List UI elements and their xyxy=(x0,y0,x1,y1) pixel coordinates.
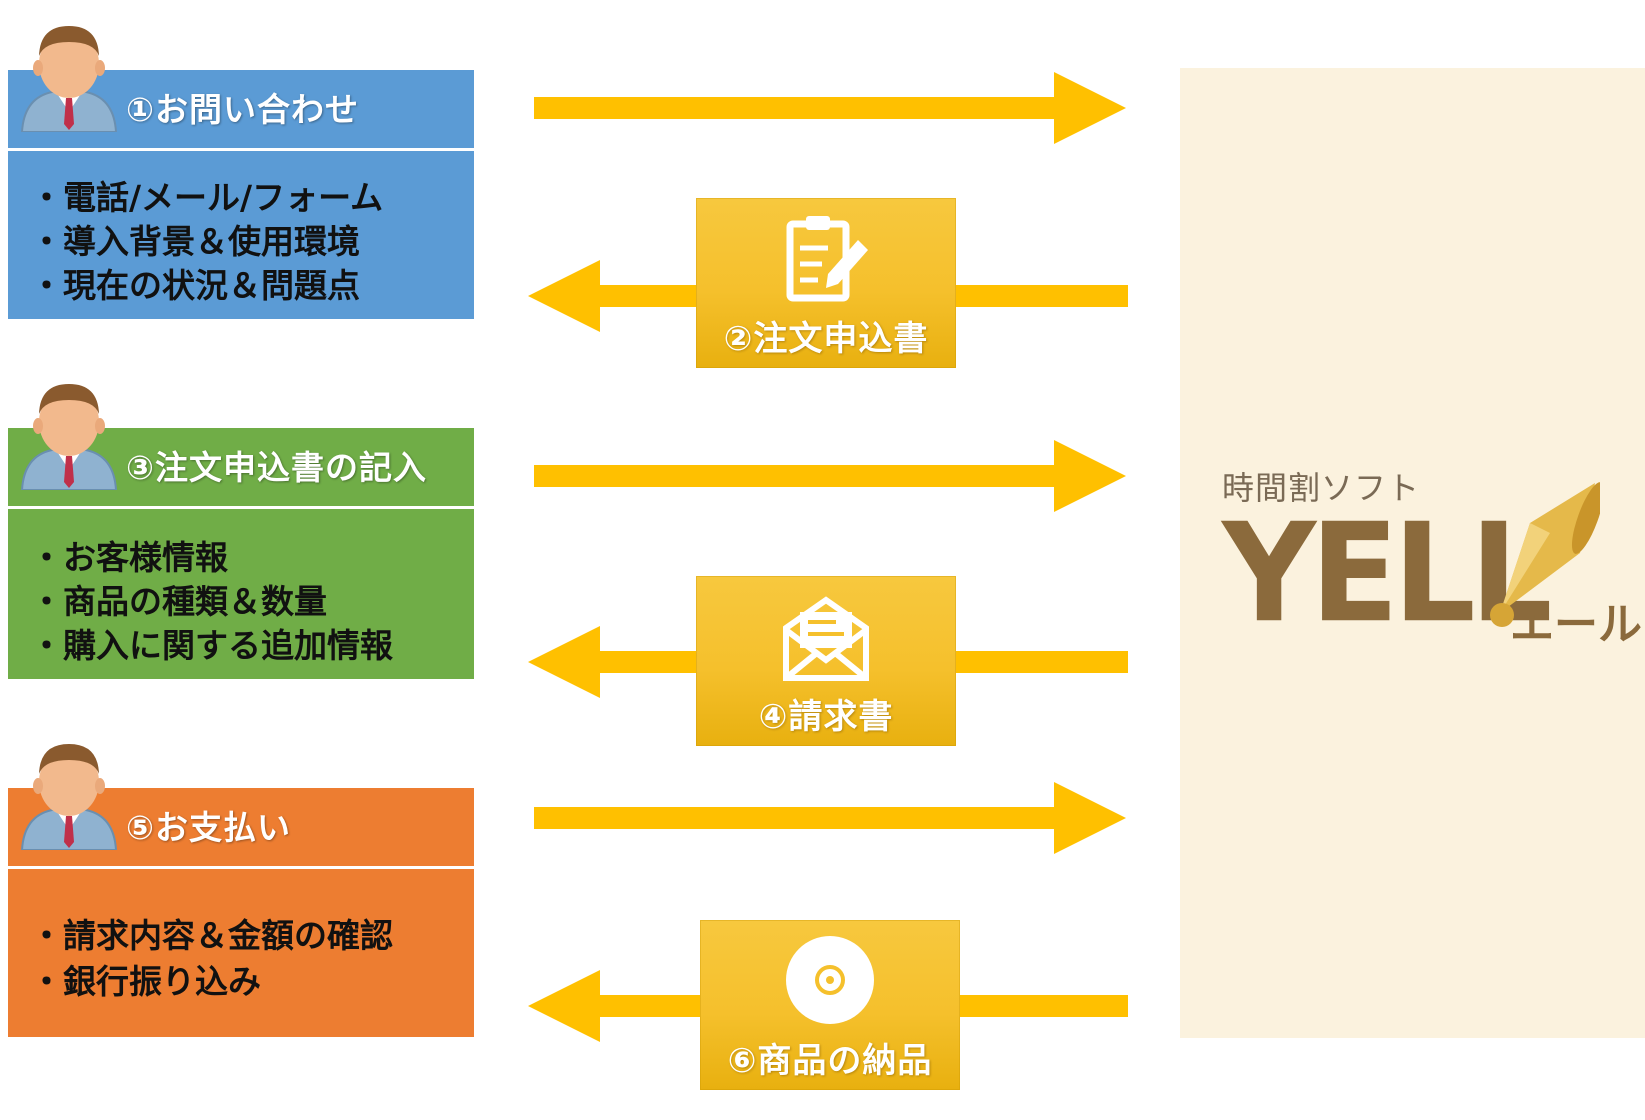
arrow-right-2 xyxy=(534,440,1134,512)
step-1-divider xyxy=(8,148,474,151)
brand-kana: エール xyxy=(1510,599,1642,650)
step-3-line-3: ・購入に関する追加情報 xyxy=(30,626,393,665)
customer-avatar-icon xyxy=(14,730,124,851)
envelope-icon xyxy=(778,588,874,688)
step-3-body: ・お客様情報 ・商品の種類＆数量 ・購入に関する追加情報 xyxy=(8,509,474,679)
document-box-invoice: ④請求書 xyxy=(696,576,956,746)
clipboard-pencil-icon xyxy=(778,210,874,310)
document-label-order-form: ②注文申込書 xyxy=(723,319,929,359)
document-label-delivery: ⑥商品の納品 xyxy=(727,1041,933,1081)
step-3-line-2: ・商品の種類＆数量 xyxy=(30,582,327,621)
step-5-divider xyxy=(8,866,474,869)
document-label-invoice: ④請求書 xyxy=(758,697,894,737)
step-1-line-1: ・電話/メール/フォーム xyxy=(30,178,384,217)
step-1-line-3: ・現在の状況＆問題点 xyxy=(30,266,360,305)
arrow-right-3 xyxy=(534,782,1134,854)
step-1-title: ①お問い合わせ xyxy=(126,90,359,129)
step-5-line-2: ・銀行振り込み xyxy=(30,962,261,1001)
yell-brand-panel: 時間割ソフト YELL エール xyxy=(1180,68,1645,1038)
step-5-body: ・請求内容＆金額の確認 ・銀行振り込み xyxy=(8,869,474,1037)
disc-icon xyxy=(782,932,878,1032)
customer-avatar-icon xyxy=(14,12,124,133)
document-box-order-form: ②注文申込書 xyxy=(696,198,956,368)
arrow-right-1 xyxy=(534,72,1134,144)
step-5-title: ⑤お支払い xyxy=(126,808,291,847)
step-3-title: ③注文申込書の記入 xyxy=(126,448,427,487)
step-1-body: ・電話/メール/フォーム ・導入背景＆使用環境 ・現在の状況＆問題点 xyxy=(8,151,474,319)
step-3-line-1: ・お客様情報 xyxy=(30,538,228,577)
step-1-line-2: ・導入背景＆使用環境 xyxy=(30,222,360,261)
brand-subtitle: 時間割ソフト xyxy=(1222,469,1421,507)
customer-avatar-icon xyxy=(14,370,124,491)
document-box-delivery: ⑥商品の納品 xyxy=(700,920,960,1090)
megaphone-icon xyxy=(1480,463,1605,637)
step-3-divider xyxy=(8,506,474,509)
step-5-line-1: ・請求内容＆金額の確認 xyxy=(30,916,393,955)
